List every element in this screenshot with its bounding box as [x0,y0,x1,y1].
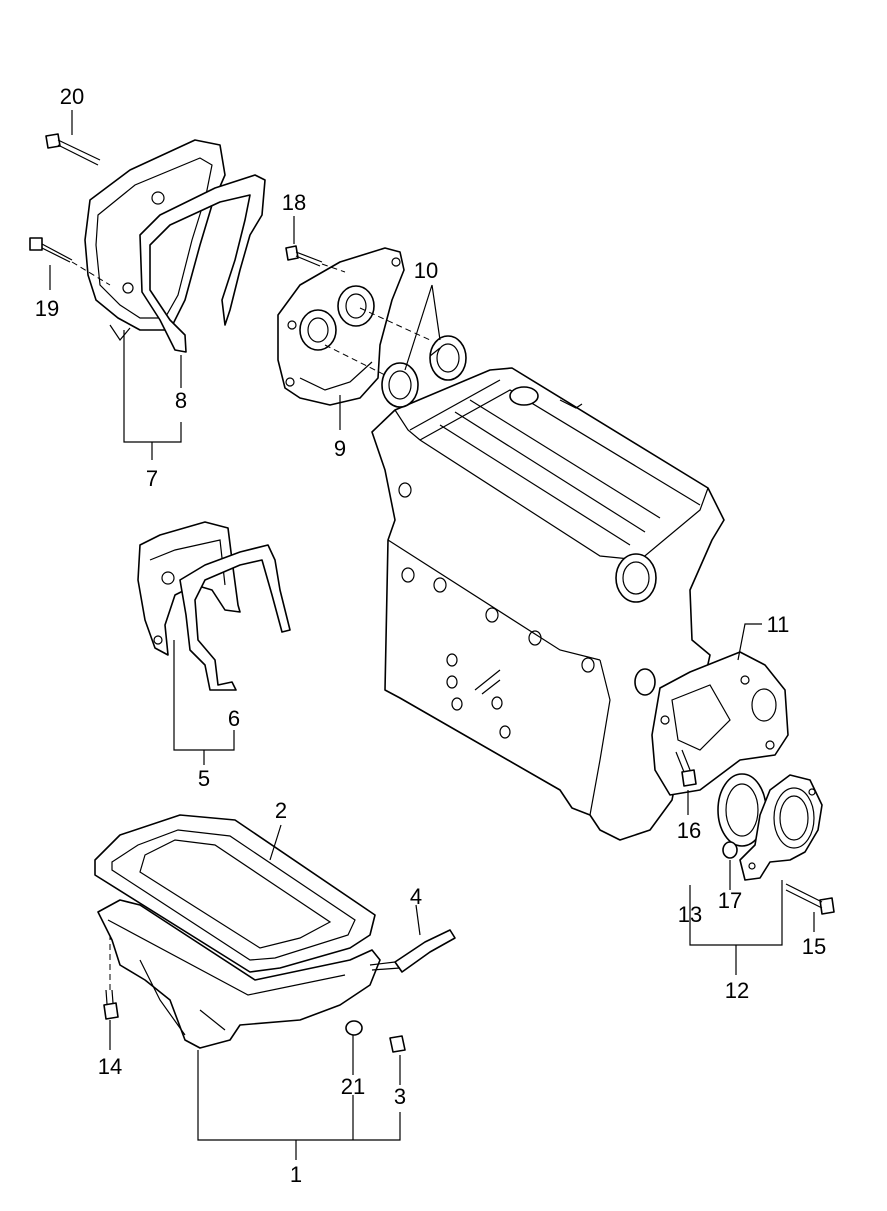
callout-21: 21 [341,1074,365,1099]
callout-19: 19 [35,296,59,321]
callout-9: 9 [334,436,346,461]
callout-4: 4 [410,884,422,909]
callout-5: 5 [198,766,210,791]
callout-2: 2 [275,798,287,823]
leader-lines [49,110,815,1160]
nut-21 [345,1020,363,1036]
lower-cover-gasket [179,544,291,691]
bolt-16 [675,749,697,787]
callout-12: 12 [725,978,749,1003]
rear-seal-carrier [739,774,823,881]
callout-20: 20 [60,84,84,109]
callout-15: 15 [802,934,826,959]
callout-7: 7 [146,466,158,491]
bolt-19 [29,237,111,286]
bolt-14 [103,935,119,1020]
callout-14: 14 [98,1054,122,1079]
callout-10: 10 [414,258,438,283]
callout-3: 3 [394,1084,406,1109]
callout-11: 11 [767,612,790,637]
drain-plug-3 [389,1035,406,1053]
bolt-15 [785,883,835,915]
engine-block [371,367,725,841]
callout-18: 18 [282,190,306,215]
callout-labels: 20 19 8 7 18 10 9 6 5 11 16 13 17 15 12 … [35,84,826,1187]
upper-cover-gasket [139,174,266,353]
bolt-20 [45,133,101,166]
callout-17: 17 [718,888,742,913]
front-seal-housing [277,247,405,406]
bolt-18 [285,245,346,273]
dipstick-tube-4 [369,929,456,973]
oil-pan [97,899,381,1049]
callout-6: 6 [228,706,240,731]
callout-1: 1 [290,1162,302,1187]
callout-13: 13 [678,902,702,927]
oil-pan-gasket [94,814,376,973]
oil-seals-10 [324,307,467,408]
dowel-17 [722,841,738,859]
callout-16: 16 [677,818,701,843]
callout-8: 8 [175,388,187,413]
